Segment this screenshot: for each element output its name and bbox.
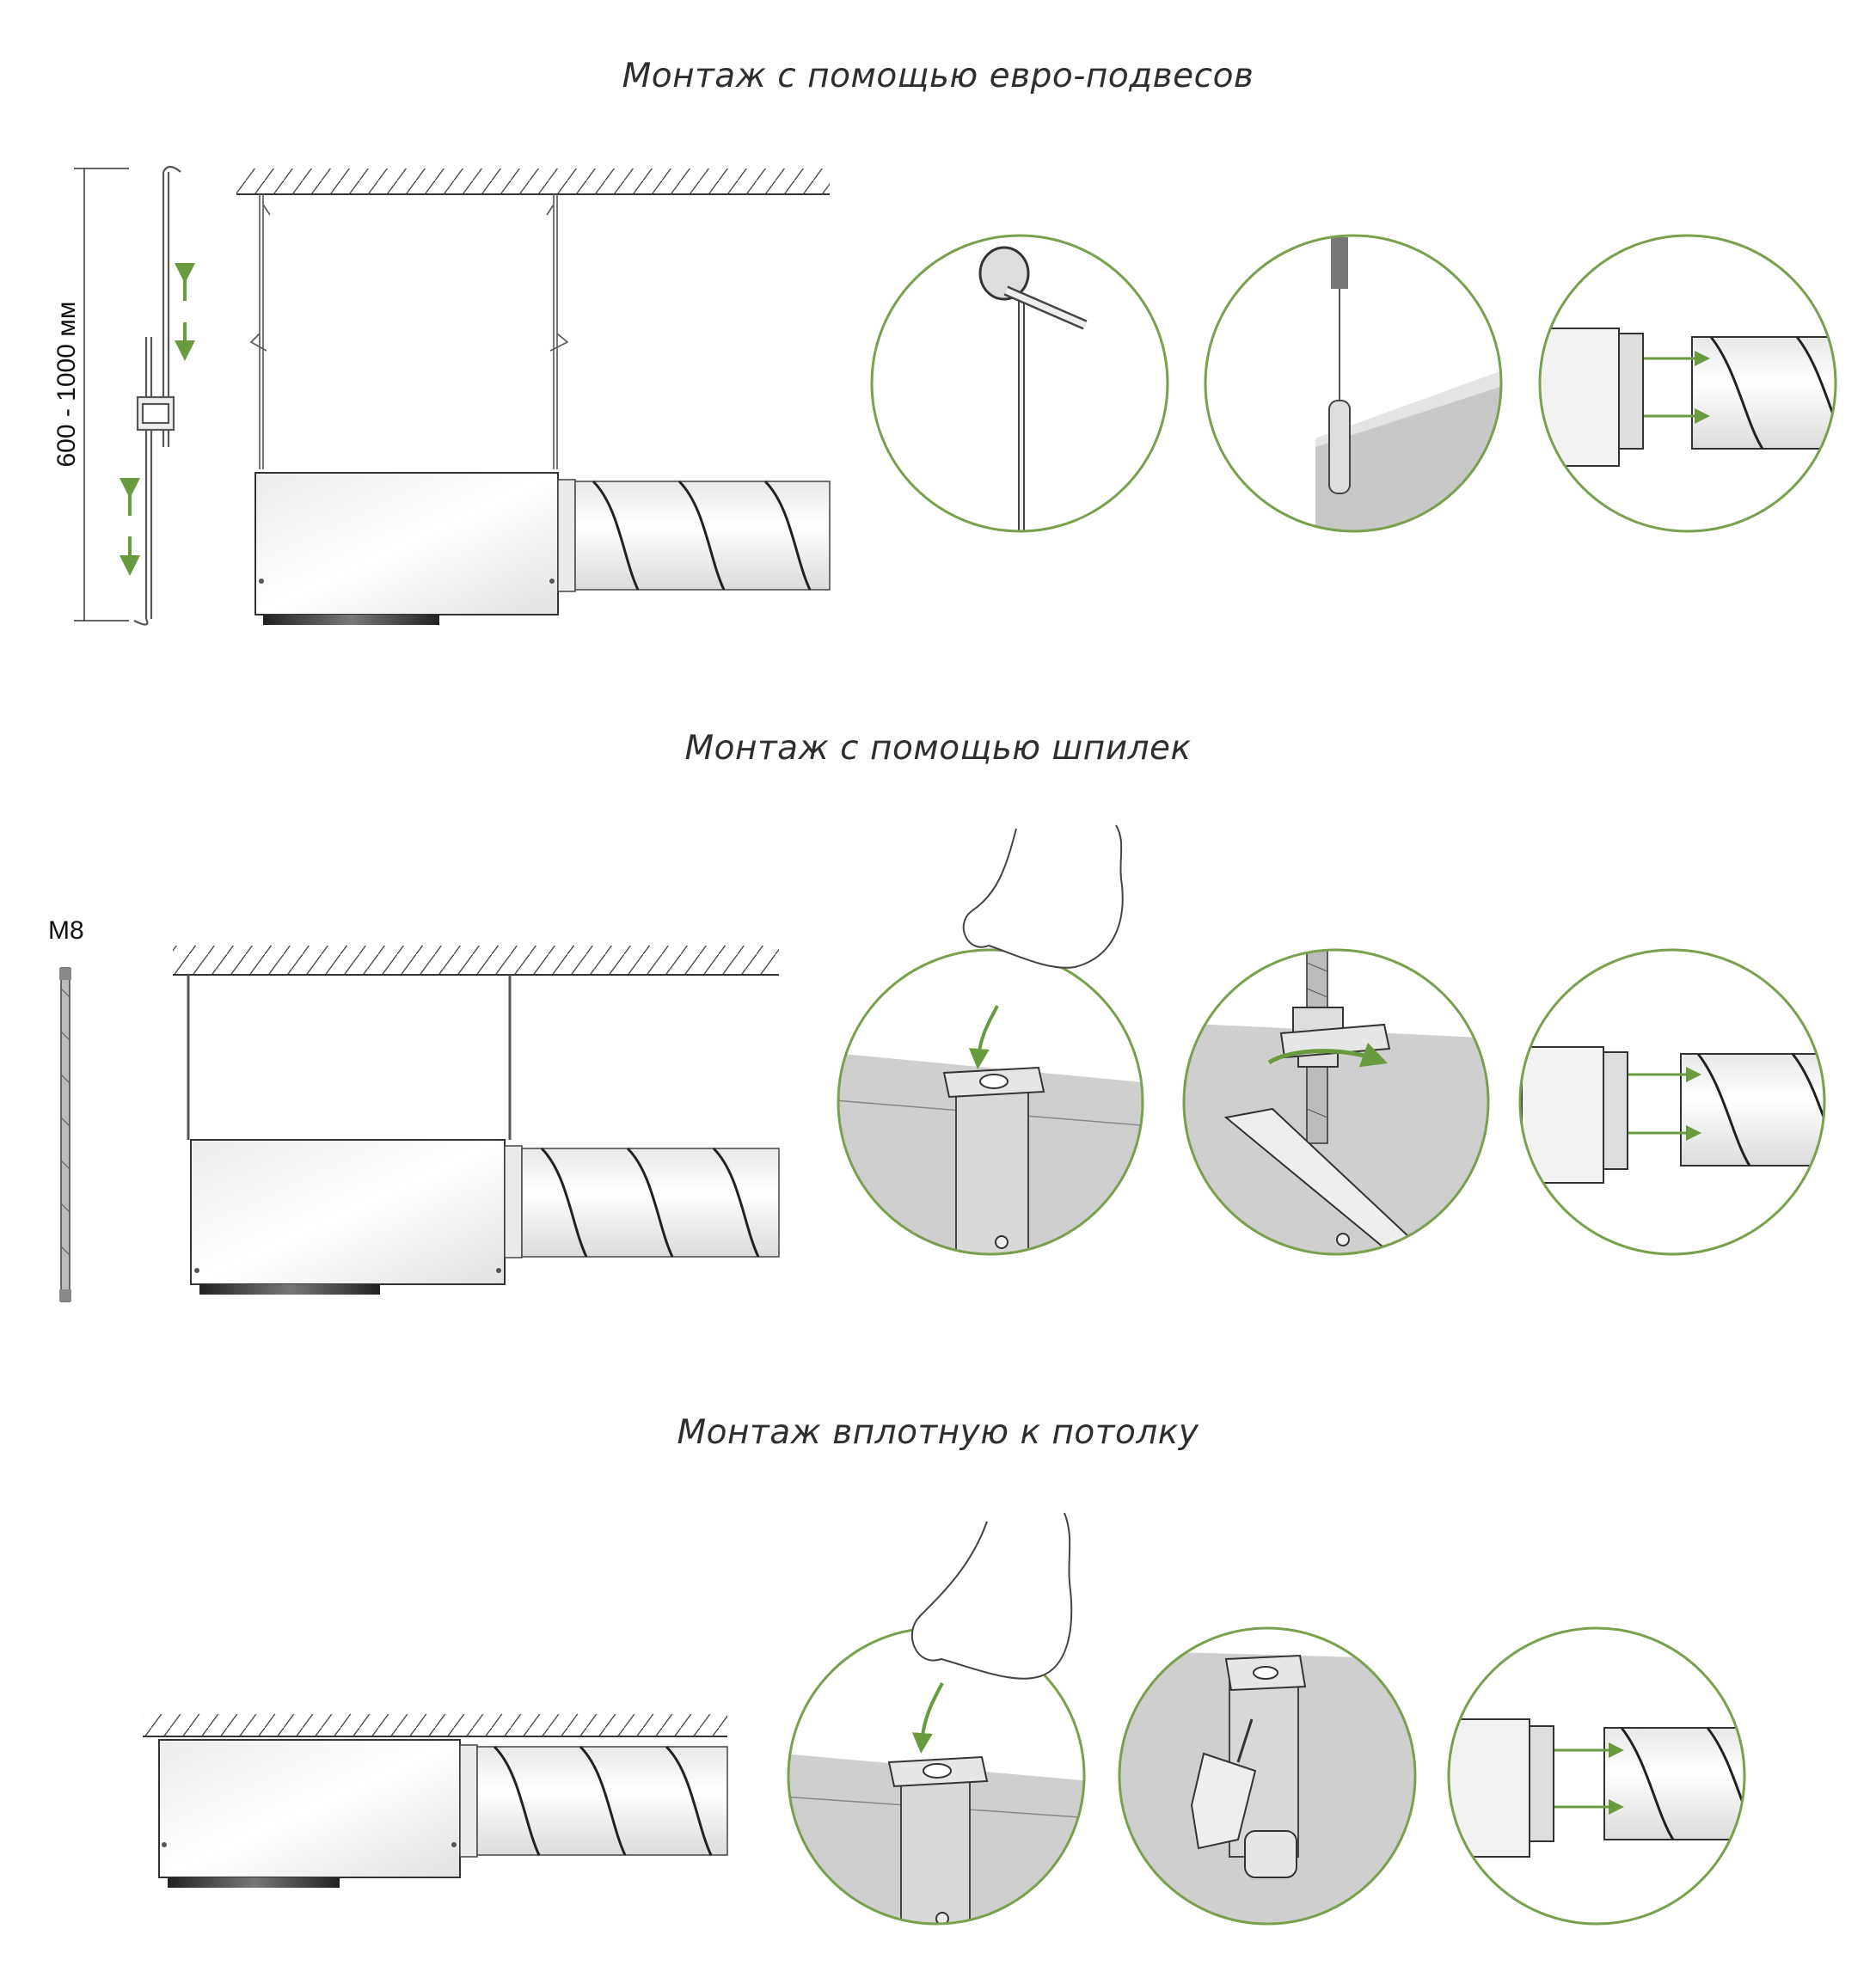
threaded-rod — [59, 967, 71, 1302]
hand-icon — [962, 824, 1124, 969]
ceiling-hatch — [143, 1714, 727, 1737]
adjust-arrows — [120, 263, 195, 576]
detail-press-bracket — [787, 1512, 1086, 1926]
section-title-euro-hangers: Монтаж с помощью евро-подвесов — [622, 57, 1254, 95]
detail-hook — [870, 234, 1169, 533]
hanger-wires — [249, 194, 569, 469]
spiral-duct — [521, 1147, 780, 1258]
detail-press-bracket — [837, 824, 1144, 1256]
detail-drill-screw — [1118, 1626, 1417, 1926]
ventilation-unit — [254, 472, 576, 625]
section-title-threaded-rods: Монтаж с помощью шпилек — [684, 729, 1192, 768]
detail-tighten-nut — [1182, 948, 1490, 1256]
spiral-duct — [476, 1745, 728, 1856]
detail-duct-connection — [1447, 1626, 1746, 1926]
spiral-duct — [574, 480, 831, 591]
ceiling-hatch — [173, 946, 779, 976]
dimension-line — [74, 168, 129, 622]
detail-duct-connection — [1518, 948, 1826, 1256]
ceiling-hatch — [236, 168, 830, 195]
section-title-flush-ceiling: Монтаж вплотную к потолку — [677, 1413, 1199, 1452]
ventilation-unit — [158, 1739, 478, 1888]
detail-hanger-plate — [1204, 234, 1503, 533]
euro-hanger — [133, 165, 181, 626]
rod-size-label: M8 — [48, 916, 84, 945]
detail-duct-connection — [1538, 234, 1837, 533]
ventilation-unit — [190, 1139, 523, 1295]
hand-icon — [911, 1512, 1073, 1680]
hanger-rods — [187, 975, 512, 1140]
